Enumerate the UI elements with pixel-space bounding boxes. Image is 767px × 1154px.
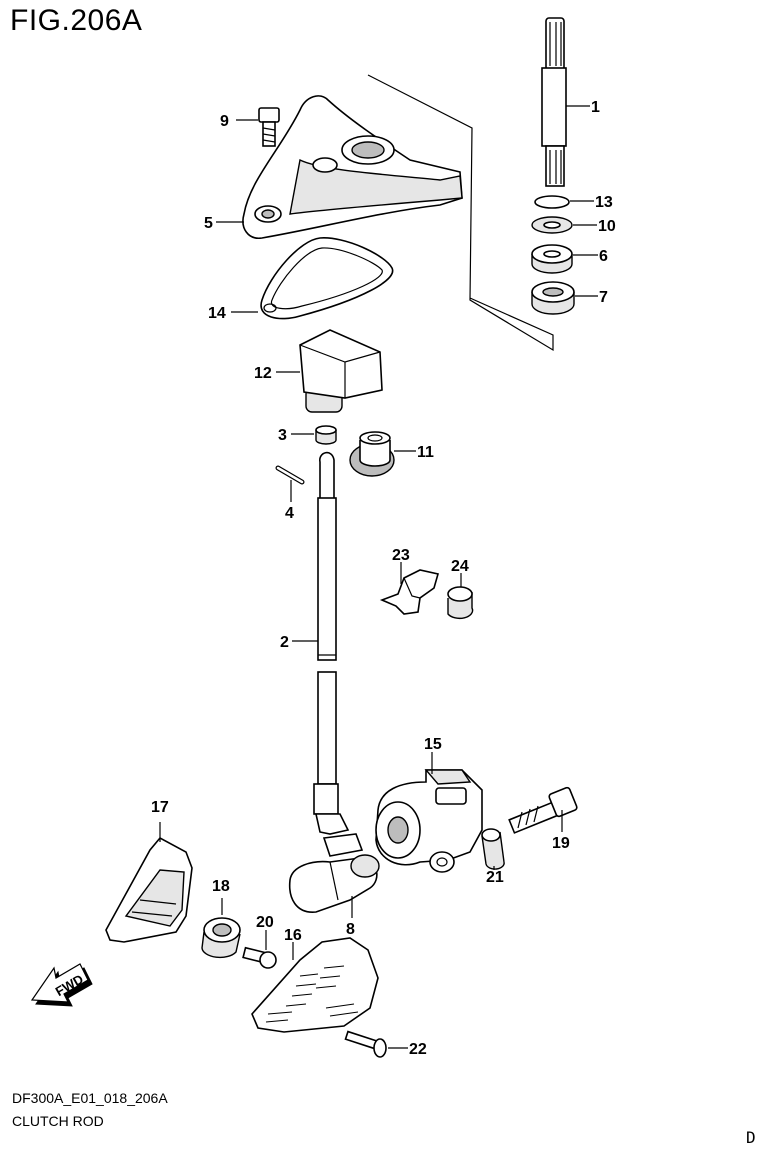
part-16-front-cover[interactable] — [251, 937, 379, 1033]
part-11-gear[interactable] — [349, 431, 395, 477]
part-1-upper-shaft[interactable] — [541, 17, 567, 187]
callout-18: 18 — [212, 878, 230, 895]
callout-15: 15 — [424, 736, 442, 753]
callout-11: 11 — [417, 444, 434, 461]
callout-2: 2 — [280, 634, 289, 651]
part-15-shift-housing[interactable] — [375, 769, 483, 873]
callout-5: 5 — [204, 215, 213, 232]
drawing-caption: CLUTCH ROD — [12, 1113, 104, 1129]
part-21-sleeve[interactable] — [481, 828, 505, 870]
part-10-washer[interactable] — [531, 216, 573, 234]
callout-4: 4 — [285, 505, 294, 522]
part-19-long-bolt[interactable] — [508, 786, 578, 834]
part-4-pin[interactable] — [275, 465, 305, 485]
callout-10: 10 — [598, 218, 616, 235]
part-24-cap[interactable] — [447, 586, 474, 620]
part-13-snap-ring[interactable] — [534, 195, 570, 209]
part-9-bolt[interactable] — [258, 107, 280, 147]
callout-13: 13 — [595, 194, 613, 211]
part-8-coupling[interactable] — [288, 833, 380, 913]
part-3-bushing[interactable] — [315, 425, 337, 445]
callout-16: 16 — [284, 927, 302, 944]
part-7-oil-seal[interactable] — [531, 281, 575, 315]
drawing-code: DF300A_E01_018_206A — [12, 1090, 168, 1106]
callout-22: 22 — [409, 1041, 427, 1058]
figure-title: FIG.206A — [10, 4, 143, 37]
part-23-clip[interactable] — [379, 569, 440, 615]
fwd-arrow-icon: FWD — [30, 963, 93, 1007]
part-5-bracket-plate[interactable] — [242, 95, 463, 239]
part-18-roller[interactable] — [201, 917, 241, 959]
callout-6: 6 — [599, 248, 608, 265]
callout-12: 12 — [254, 365, 272, 382]
callout-24: 24 — [451, 558, 469, 575]
callout-9: 9 — [220, 113, 229, 130]
part-6-bushing[interactable] — [531, 244, 573, 274]
callout-21: 21 — [486, 869, 504, 886]
callout-8: 8 — [346, 921, 355, 938]
part-20-screw[interactable] — [242, 946, 277, 969]
callout-23: 23 — [392, 547, 410, 564]
part-14-gasket[interactable] — [260, 237, 394, 320]
callout-1: 1 — [591, 99, 600, 116]
part-2-clutch-rod[interactable] — [313, 451, 350, 835]
part-22-screw[interactable] — [344, 1030, 387, 1058]
callout-20: 20 — [256, 914, 274, 931]
part-12-cover[interactable] — [299, 329, 383, 413]
callout-19: 19 — [552, 835, 570, 852]
page-mark: D — [746, 1128, 756, 1147]
callout-3: 3 — [278, 427, 287, 444]
callout-17: 17 — [151, 799, 169, 816]
part-17-side-cover[interactable] — [105, 836, 193, 943]
assembly-bracket-line — [367, 74, 554, 352]
callout-14: 14 — [208, 305, 226, 322]
callout-7: 7 — [599, 289, 608, 306]
